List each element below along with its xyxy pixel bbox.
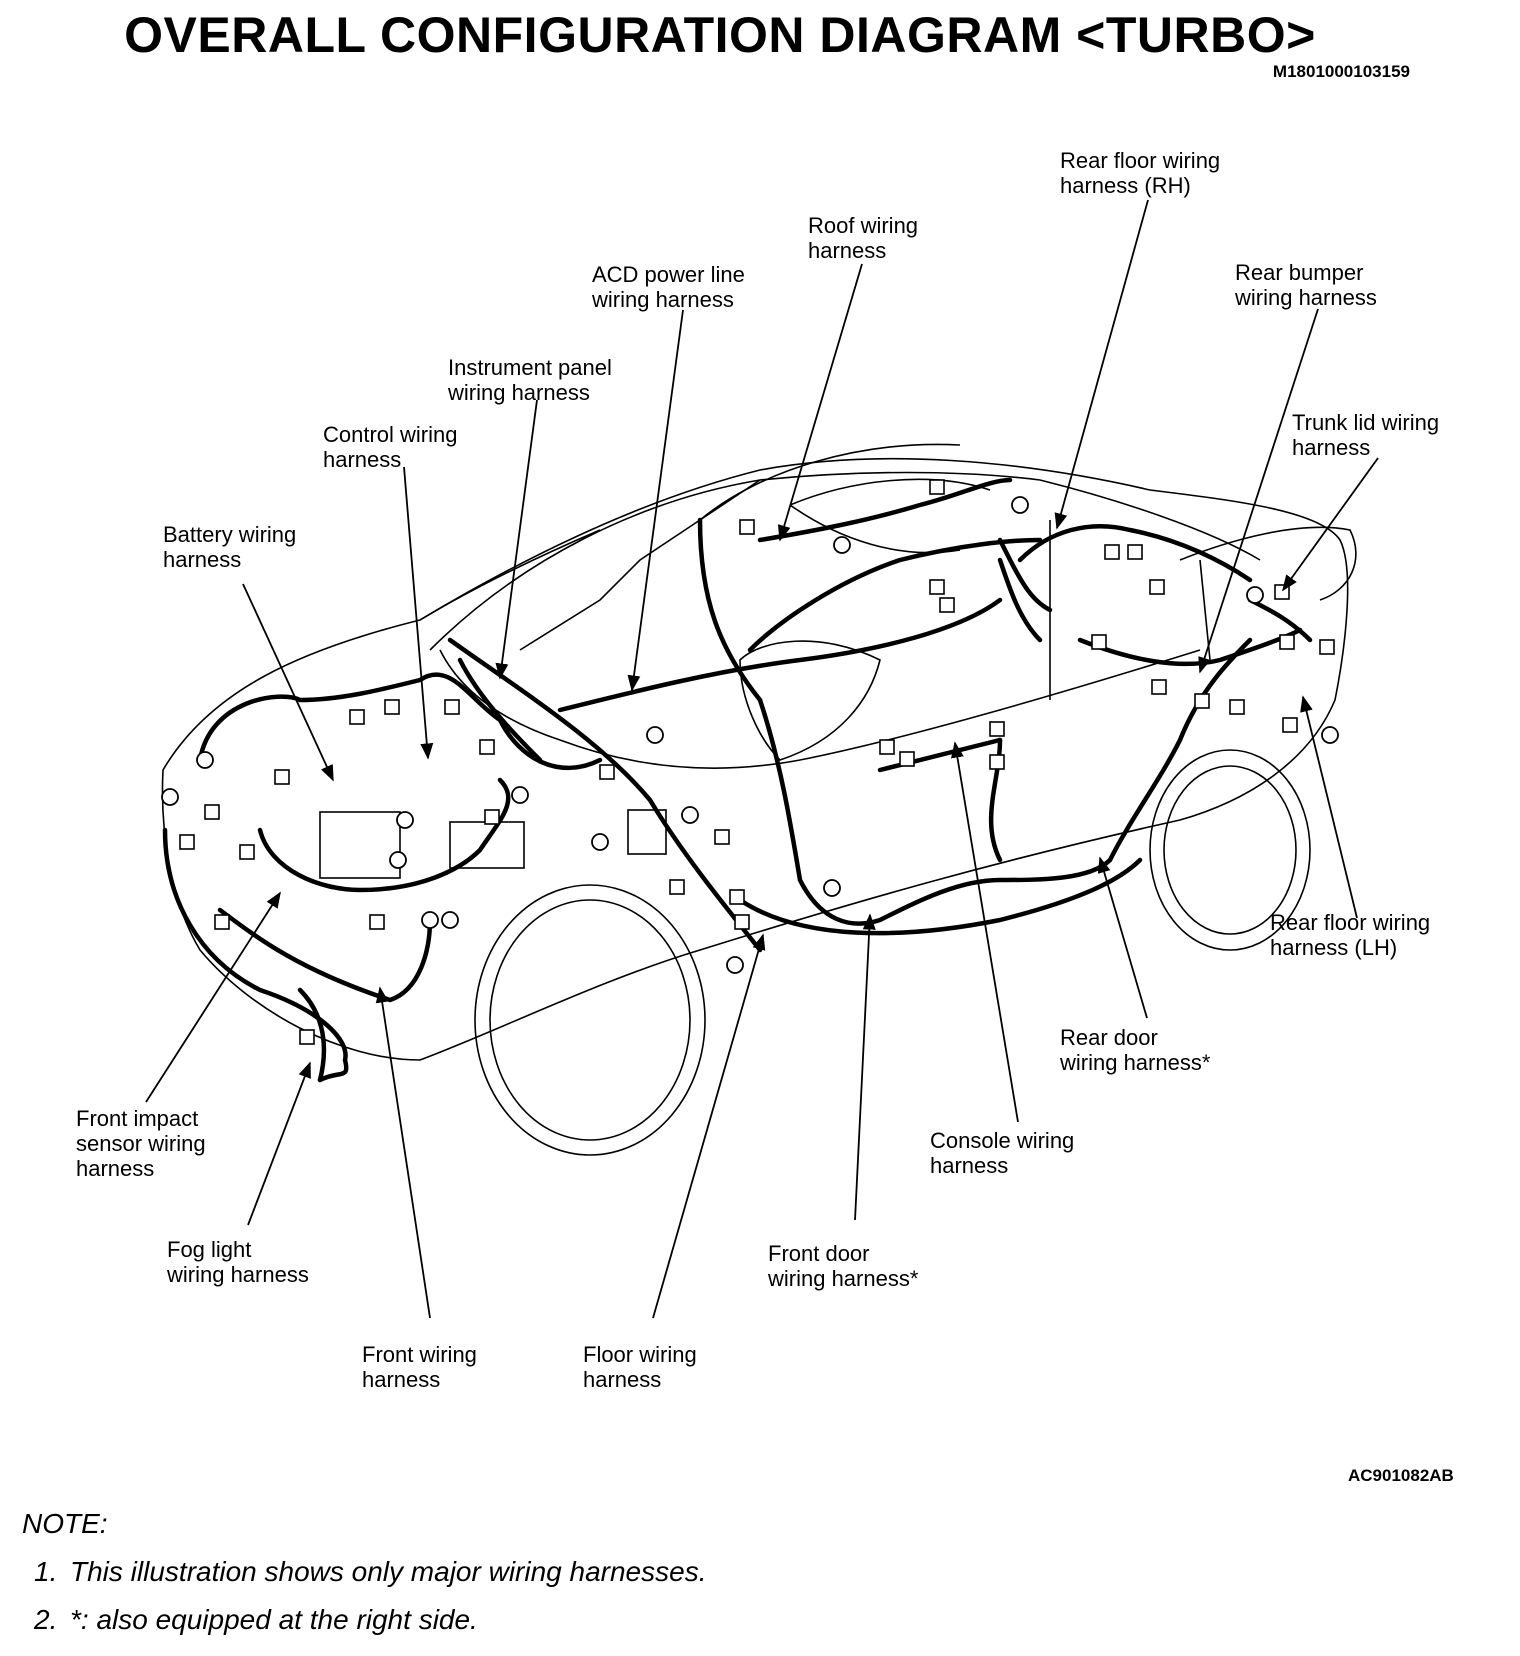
battery-icon: [319, 809, 667, 879]
label-trunk-lid: Trunk lid wiring harness: [1292, 410, 1439, 460]
label-line: Control wiring: [323, 422, 458, 447]
note-item: 1. This illustration shows only major wir…: [34, 1556, 706, 1588]
label-line: harness (RH): [1060, 173, 1191, 198]
label-line: sensor wiring: [76, 1131, 206, 1156]
label-line: harness: [1292, 435, 1371, 460]
label-line: harness: [323, 447, 402, 472]
page-title: OVERALL CONFIGURATION DIAGRAM <TURBO>: [124, 7, 1316, 63]
label-line: harness (LH): [1270, 935, 1398, 960]
label-rear-floor-lh: Rear floor wiring harness (LH): [1270, 910, 1430, 960]
label-line: wiring harness: [592, 287, 734, 312]
label-line: harness: [930, 1153, 1009, 1178]
label-line: Fog light: [167, 1237, 252, 1262]
label-line: wiring harness: [448, 380, 590, 405]
label-line: wiring harness: [1235, 285, 1377, 310]
note-number: 2.: [34, 1604, 58, 1635]
label-line: wiring harness*: [1060, 1050, 1211, 1075]
label-roof: Roof wiring harness: [808, 213, 918, 263]
document-code: M1801000103159: [1272, 62, 1410, 81]
label-front-impact: Front impact sensor wiring harness: [76, 1106, 206, 1181]
label-front: Front wiring harness: [362, 1342, 477, 1392]
label-control: Control wiring harness: [323, 422, 458, 472]
label-line: Rear floor wiring: [1270, 910, 1431, 935]
connector-blocks: [179, 479, 1335, 1045]
label-line: ACD power line: [592, 262, 745, 287]
ground-terminals: [161, 496, 1339, 974]
label-line: harness: [362, 1367, 441, 1392]
note-text: *: also equipped at the right side.: [70, 1604, 478, 1635]
label-fog-light: Fog light wiring harness: [167, 1237, 309, 1287]
label-line: Front wiring: [362, 1342, 477, 1367]
note-number: 1.: [34, 1556, 58, 1587]
label-rear-bumper: Rear bumper wiring harness: [1235, 260, 1377, 310]
label-rear-door: Rear door wiring harness*: [1060, 1025, 1210, 1075]
label-line: Rear bumper: [1235, 260, 1364, 285]
label-line: Console wiring: [930, 1128, 1075, 1153]
label-line: Rear door: [1060, 1025, 1158, 1050]
figure-code: AC901082AB: [1348, 1466, 1454, 1485]
leader-arrows: [145, 199, 1379, 1319]
label-acd-power: ACD power line wiring harness: [592, 262, 745, 312]
label-floor: Floor wiring harness: [583, 1342, 697, 1392]
note-text: This illustration shows only major wirin…: [70, 1556, 707, 1587]
car-body-outline: [161, 443, 1357, 1061]
front-wheel: [474, 884, 706, 1156]
note-heading: NOTE:: [22, 1508, 108, 1539]
label-line: Front door: [768, 1241, 870, 1266]
label-instrument-panel: Instrument panel wiring harness: [448, 355, 612, 405]
label-line: Instrument panel: [448, 355, 612, 380]
label-line: wiring harness: [167, 1262, 309, 1287]
label-line: harness: [808, 238, 887, 263]
label-line: Roof wiring: [808, 213, 919, 238]
label-line: Rear floor wiring: [1060, 148, 1221, 173]
label-front-door: Front door wiring harness*: [768, 1241, 918, 1291]
label-line: Floor wiring: [583, 1342, 697, 1367]
label-rear-floor-rh: Rear floor wiring harness (RH): [1060, 148, 1220, 198]
label-line: Trunk lid wiring: [1292, 410, 1440, 435]
label-console: Console wiring harness: [930, 1128, 1074, 1178]
note-item: 2. *: also equipped at the right side.: [34, 1604, 478, 1636]
rear-wheel: [1149, 749, 1311, 951]
label-line: wiring harness*: [768, 1266, 919, 1291]
label-line: harness: [76, 1156, 155, 1181]
label-line: harness: [583, 1367, 662, 1392]
label-line: Battery wiring: [163, 522, 297, 547]
label-line: Front impact: [76, 1106, 199, 1131]
label-battery: Battery wiring harness: [163, 522, 296, 572]
label-line: harness: [163, 547, 242, 572]
